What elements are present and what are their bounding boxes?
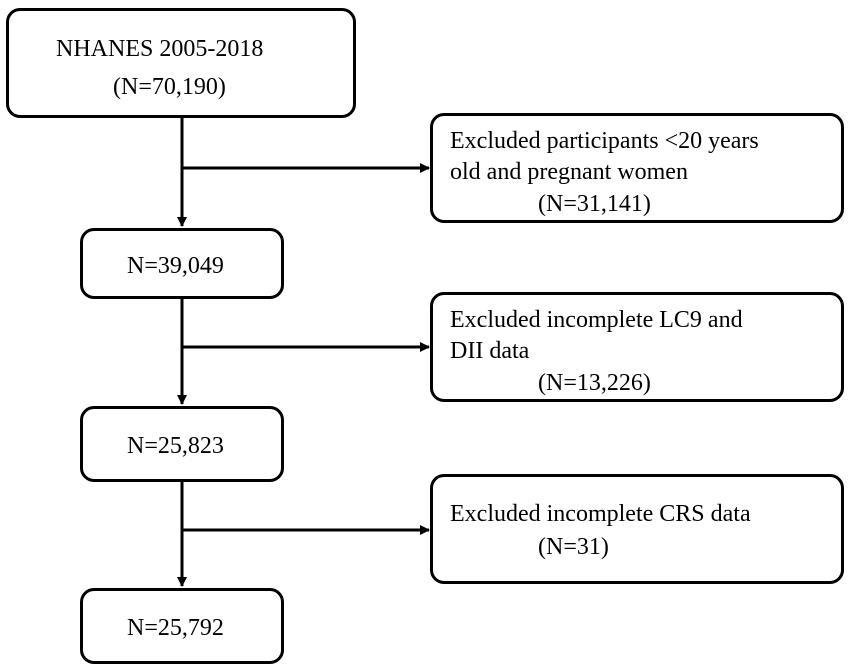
exclusion-2-line2: DII data — [450, 338, 530, 364]
exclusion-1-line1: Excluded participants <20 years — [450, 128, 759, 154]
exclusion-box-3: Excluded incomplete CRS data (N=31) — [430, 474, 844, 584]
node-start: NHANES 2005-2018 (N=70,190) — [6, 8, 356, 118]
node-final-label: N=25,792 — [127, 615, 224, 641]
exclusion-1-line2: old and pregnant women — [450, 159, 688, 185]
node-step1-label: N=39,049 — [127, 253, 224, 279]
exclusion-3-count: (N=31) — [538, 534, 609, 560]
node-step2-label: N=25,823 — [127, 433, 224, 459]
exclusion-2-line1: Excluded incomplete LC9 and — [450, 307, 743, 333]
exclusion-1-count: (N=31,141) — [538, 191, 651, 217]
exclusion-box-2: Excluded incomplete LC9 and DII data (N=… — [430, 292, 844, 402]
node-final: N=25,792 — [80, 588, 284, 664]
node-start-count: (N=70,190) — [113, 74, 226, 100]
node-start-title: NHANES 2005-2018 — [56, 36, 264, 62]
node-step1: N=39,049 — [80, 228, 284, 299]
node-step2: N=25,823 — [80, 406, 284, 482]
exclusion-3-line1: Excluded incomplete CRS data — [450, 501, 751, 527]
exclusion-box-1: Excluded participants <20 years old and … — [430, 113, 844, 223]
exclusion-2-count: (N=13,226) — [538, 370, 651, 396]
